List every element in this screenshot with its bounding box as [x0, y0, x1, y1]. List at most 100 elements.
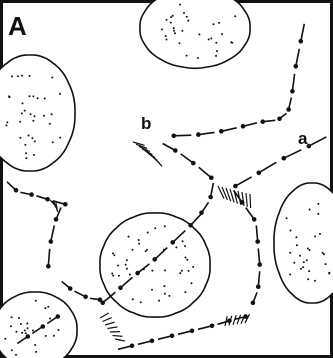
trajectory-segment [172, 230, 186, 243]
trajectory-segment [283, 149, 302, 159]
cell-dot [172, 27, 175, 30]
cell-dot [289, 273, 292, 276]
trajectory-point [171, 133, 177, 139]
trajectory-segment [197, 325, 213, 331]
cell-dot [295, 244, 298, 247]
cell-5 [0, 291, 78, 358]
cell-dot [146, 248, 148, 251]
trajectory-segment [119, 276, 133, 289]
cell-dot [151, 269, 154, 272]
tick-mark [228, 315, 233, 326]
cell-dot [314, 235, 317, 238]
trajectory-point [97, 297, 103, 303]
cell-dot [128, 273, 131, 276]
cell-dot [8, 95, 10, 98]
cell-dot [323, 253, 325, 256]
cell-dot [10, 325, 12, 328]
trajectory-segment [102, 291, 116, 304]
trajectory-segment [308, 136, 327, 147]
cell-dot [44, 307, 47, 310]
trajectory-point [293, 64, 299, 69]
cell-dot [231, 41, 234, 44]
cell-dot [307, 278, 310, 281]
cell-dot [6, 121, 9, 124]
trajectory-segment [157, 335, 173, 341]
trajectory-point [250, 300, 256, 306]
tick-mark [232, 315, 237, 325]
trajectory-segment [258, 161, 277, 174]
cell-dot [302, 266, 305, 269]
cell-dot [48, 122, 51, 125]
cell-dot [127, 235, 130, 238]
trajectory-point [25, 334, 31, 339]
tick-mark [114, 338, 125, 342]
cell-dot [308, 208, 311, 211]
trajectory-point [255, 239, 260, 244]
path-label-a: a [298, 129, 308, 148]
tick-mark [135, 143, 148, 149]
cell-dot [234, 15, 237, 18]
cell-dot [10, 349, 13, 352]
cell-dot [125, 259, 128, 262]
cell-dot [212, 23, 215, 26]
cell-dot [185, 15, 188, 18]
cell-dot [19, 120, 22, 123]
cell-3 [99, 212, 211, 318]
cell-dot [179, 3, 182, 6]
cell-dot [51, 76, 54, 79]
trajectory-point [40, 324, 46, 329]
trajectory-segment [154, 247, 168, 260]
trajectory-point [67, 286, 73, 291]
trajectory-segment [245, 207, 255, 220]
trajectory-point [298, 39, 304, 44]
tick-mark [107, 326, 118, 330]
cell-dot [18, 317, 20, 319]
cell-dot [11, 75, 14, 78]
tick-mark [237, 190, 242, 205]
cell-dot [23, 329, 26, 332]
cell-dot [112, 252, 114, 255]
trajectory-point [256, 170, 262, 176]
cell-dot [173, 29, 175, 32]
trajectory-point [286, 107, 291, 112]
cell-dot [16, 75, 19, 78]
cell-dot [181, 240, 184, 243]
tick-mark [55, 202, 59, 212]
cell-dot [124, 263, 127, 266]
cell-dot [163, 225, 166, 228]
trajectory-segment [177, 330, 193, 336]
trajectory-point [135, 270, 140, 276]
cell-dot [28, 74, 31, 77]
cell-dot [28, 95, 31, 98]
tick-mark [153, 156, 163, 167]
cell-dot [164, 269, 166, 272]
trajectory-point [188, 223, 193, 228]
trajectory-point [149, 338, 155, 344]
trajectory-point [13, 187, 19, 193]
cell-dot [44, 334, 47, 337]
tick-mark [99, 312, 109, 319]
trajectory-point [290, 89, 295, 94]
cell-dot [308, 249, 311, 251]
trajectory-segment [291, 73, 296, 92]
cell-dot [21, 74, 23, 77]
trajectory-point [260, 119, 266, 124]
cell-dot [144, 250, 147, 253]
cell-dot [154, 227, 157, 230]
cell-dot [137, 239, 140, 241]
tick-mark [102, 317, 112, 323]
trajectory-point [173, 148, 178, 153]
cell-dot [117, 264, 120, 267]
cell-dot [289, 251, 292, 254]
trajectory-segment [198, 131, 215, 136]
cell-dot [165, 38, 168, 41]
cell-dot [138, 242, 141, 245]
cell-dot [196, 57, 199, 59]
cell-dot [5, 124, 8, 127]
tick-mark [245, 192, 248, 207]
cell-dot [186, 258, 189, 261]
cell-dot [299, 254, 302, 257]
trajectory-segment [209, 182, 215, 198]
cell-dot [221, 33, 223, 36]
